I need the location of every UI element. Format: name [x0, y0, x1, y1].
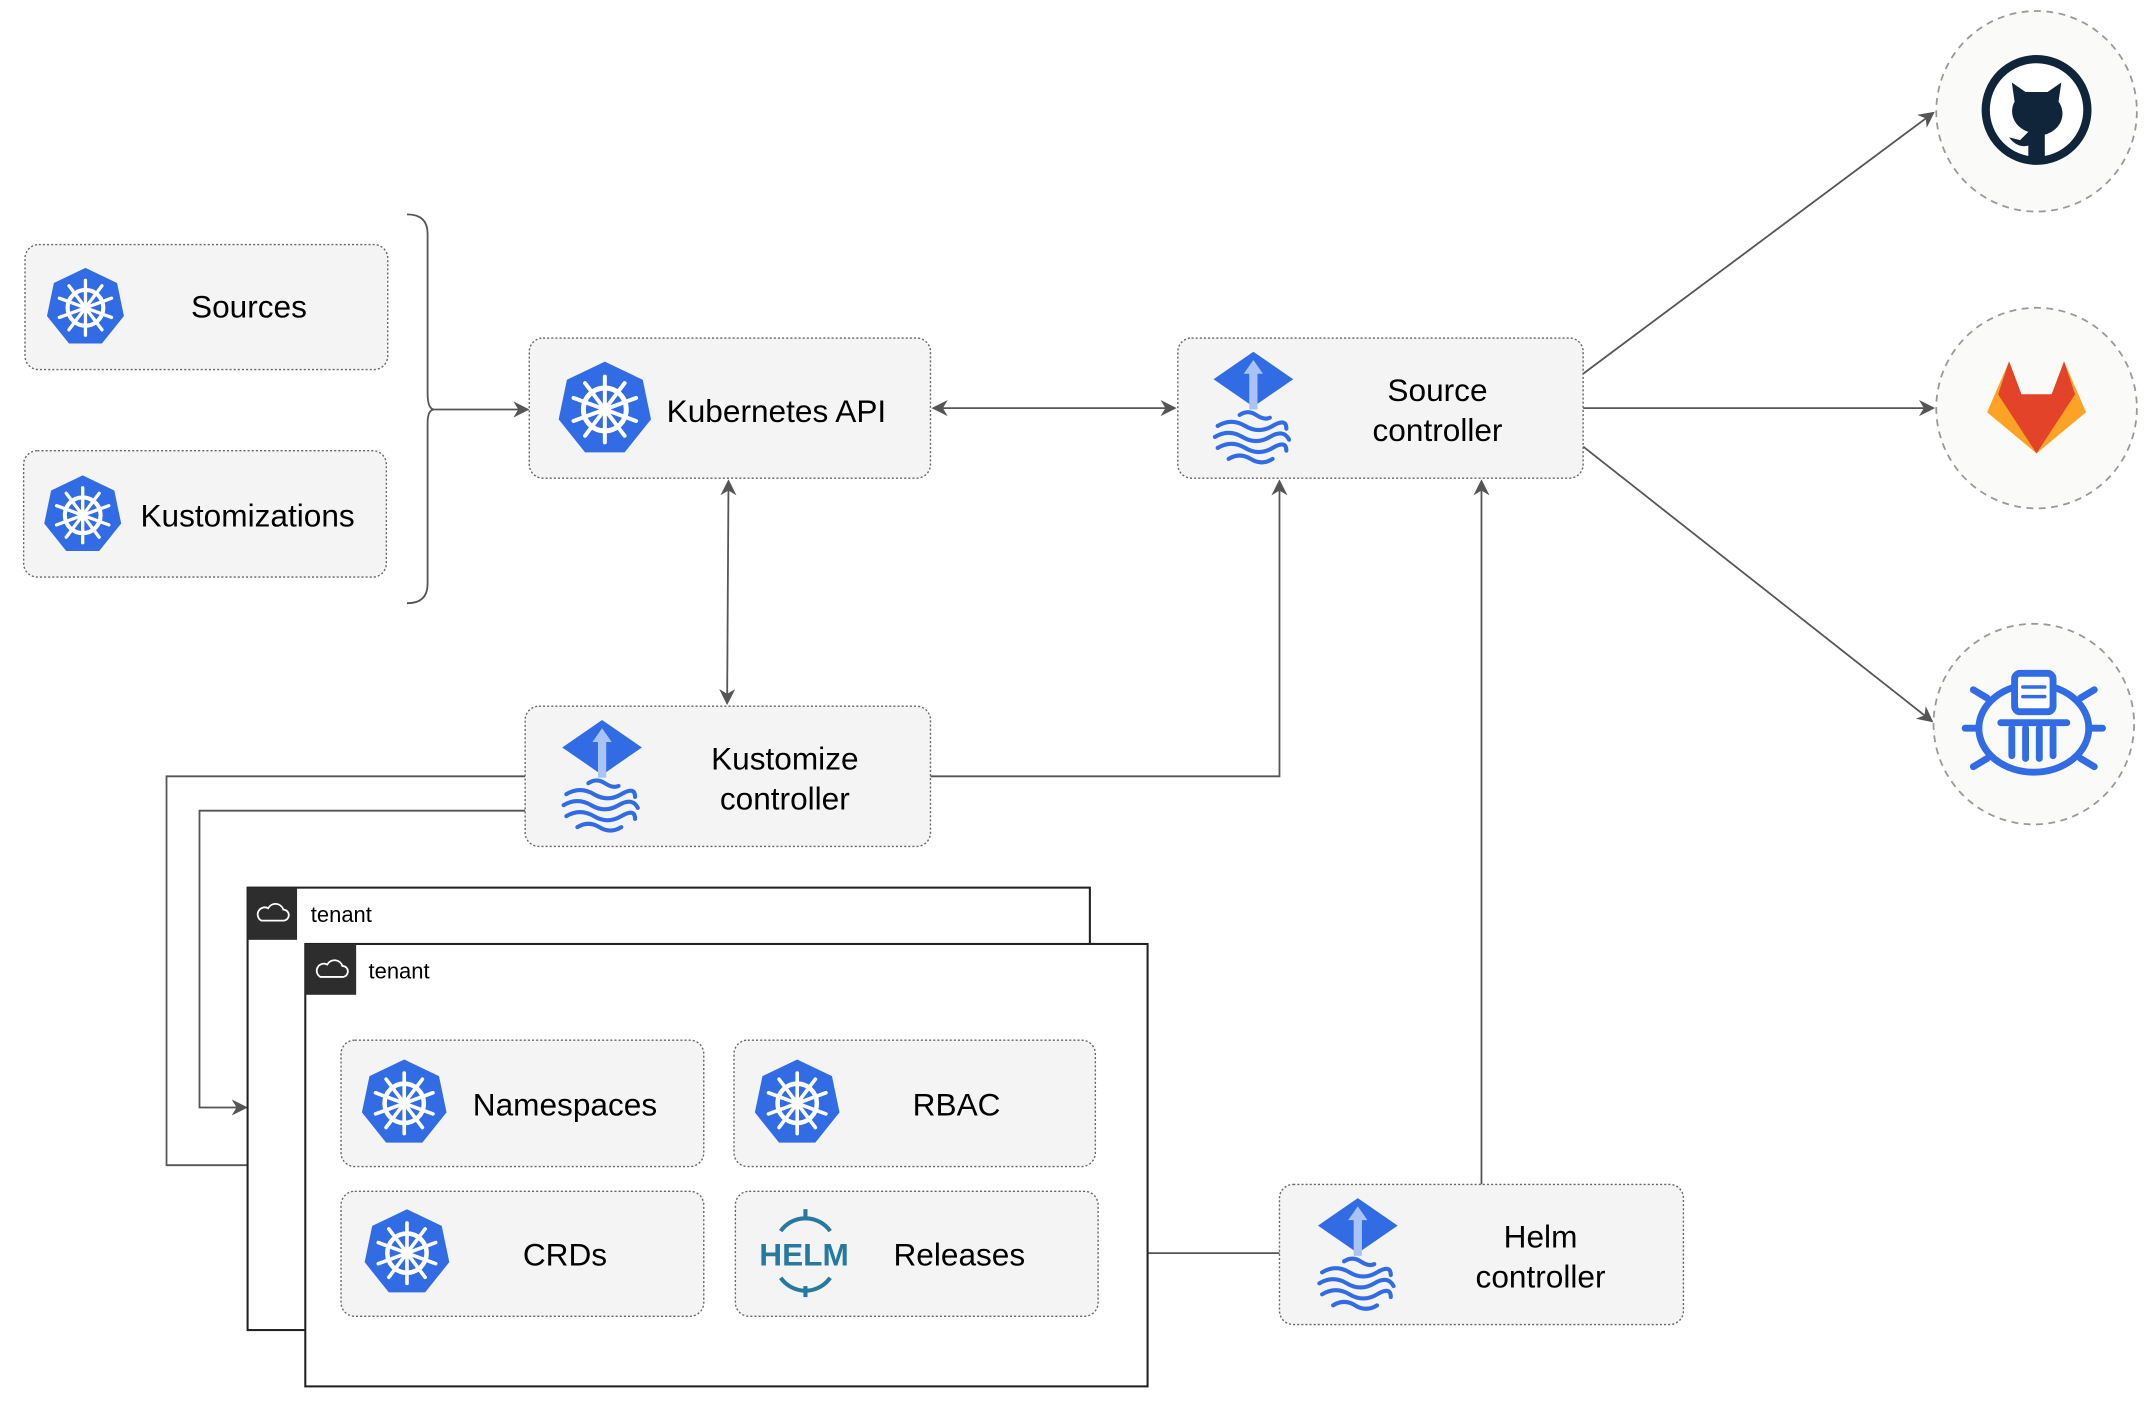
- gitlab-icon: [1987, 361, 2087, 454]
- node-label: RBAC: [913, 1087, 1001, 1123]
- node-label: Kubernetes API: [667, 393, 887, 429]
- edge-kustomize-to-tenant-back: [198, 809, 526, 1116]
- edge-kustomize-to-source: [930, 479, 1288, 778]
- node-source-controller[interactable]: Source controller: [1177, 337, 1584, 479]
- node-label: Helm: [1504, 1219, 1578, 1255]
- tenant-label: tenant: [311, 902, 372, 927]
- cloud-icon: [315, 959, 349, 978]
- node-crds[interactable]: CRDs: [340, 1190, 705, 1318]
- node-label: controller: [720, 780, 850, 816]
- node-label: CRDs: [523, 1236, 607, 1272]
- tenant-label: tenant: [369, 958, 430, 983]
- node-namespaces[interactable]: Namespaces: [340, 1039, 705, 1168]
- node-label: controller: [1476, 1258, 1606, 1294]
- group-bracket: [406, 213, 435, 605]
- node-rbac[interactable]: RBAC: [733, 1039, 1097, 1168]
- gitlab-source[interactable]: [1935, 306, 2138, 510]
- node-label: controller: [1373, 412, 1503, 448]
- edge-api-kustomize-controller: [719, 479, 737, 706]
- node-label: Source: [1387, 372, 1487, 408]
- tenant-front[interactable]: tenant Namespaces RBAC CRDs HELM Release…: [304, 942, 1149, 1388]
- node-kustomizations[interactable]: Kustomizations: [22, 449, 388, 578]
- svg-text:HELM: HELM: [759, 1236, 849, 1272]
- node-kubernetes-api[interactable]: Kubernetes API: [528, 337, 932, 479]
- edge-kustomize-to-tenant-front: [165, 775, 526, 1174]
- github-icon: [1981, 54, 2092, 165]
- node-helm-controller[interactable]: Helm controller: [1278, 1183, 1685, 1326]
- node-label: Sources: [191, 288, 307, 324]
- node-label: Kustomizations: [140, 497, 354, 533]
- node-label: Releases: [893, 1236, 1025, 1272]
- node-label: Kustomize: [711, 740, 858, 776]
- node-kustomize-controller[interactable]: Kustomize controller: [524, 705, 932, 848]
- edge-source-to-github: [1582, 111, 1935, 375]
- github-source[interactable]: [1935, 10, 2138, 213]
- cloud-icon: [256, 902, 290, 922]
- bucket-source[interactable]: [1932, 622, 2136, 826]
- node-sources[interactable]: Sources: [24, 243, 389, 371]
- helm-icon: HELM: [759, 1209, 849, 1298]
- node-label: Namespaces: [473, 1087, 657, 1123]
- node-releases[interactable]: HELM Releases: [734, 1190, 1099, 1318]
- bucket-icon: [1961, 669, 2106, 776]
- edge-source-to-bucket: [1582, 445, 1934, 723]
